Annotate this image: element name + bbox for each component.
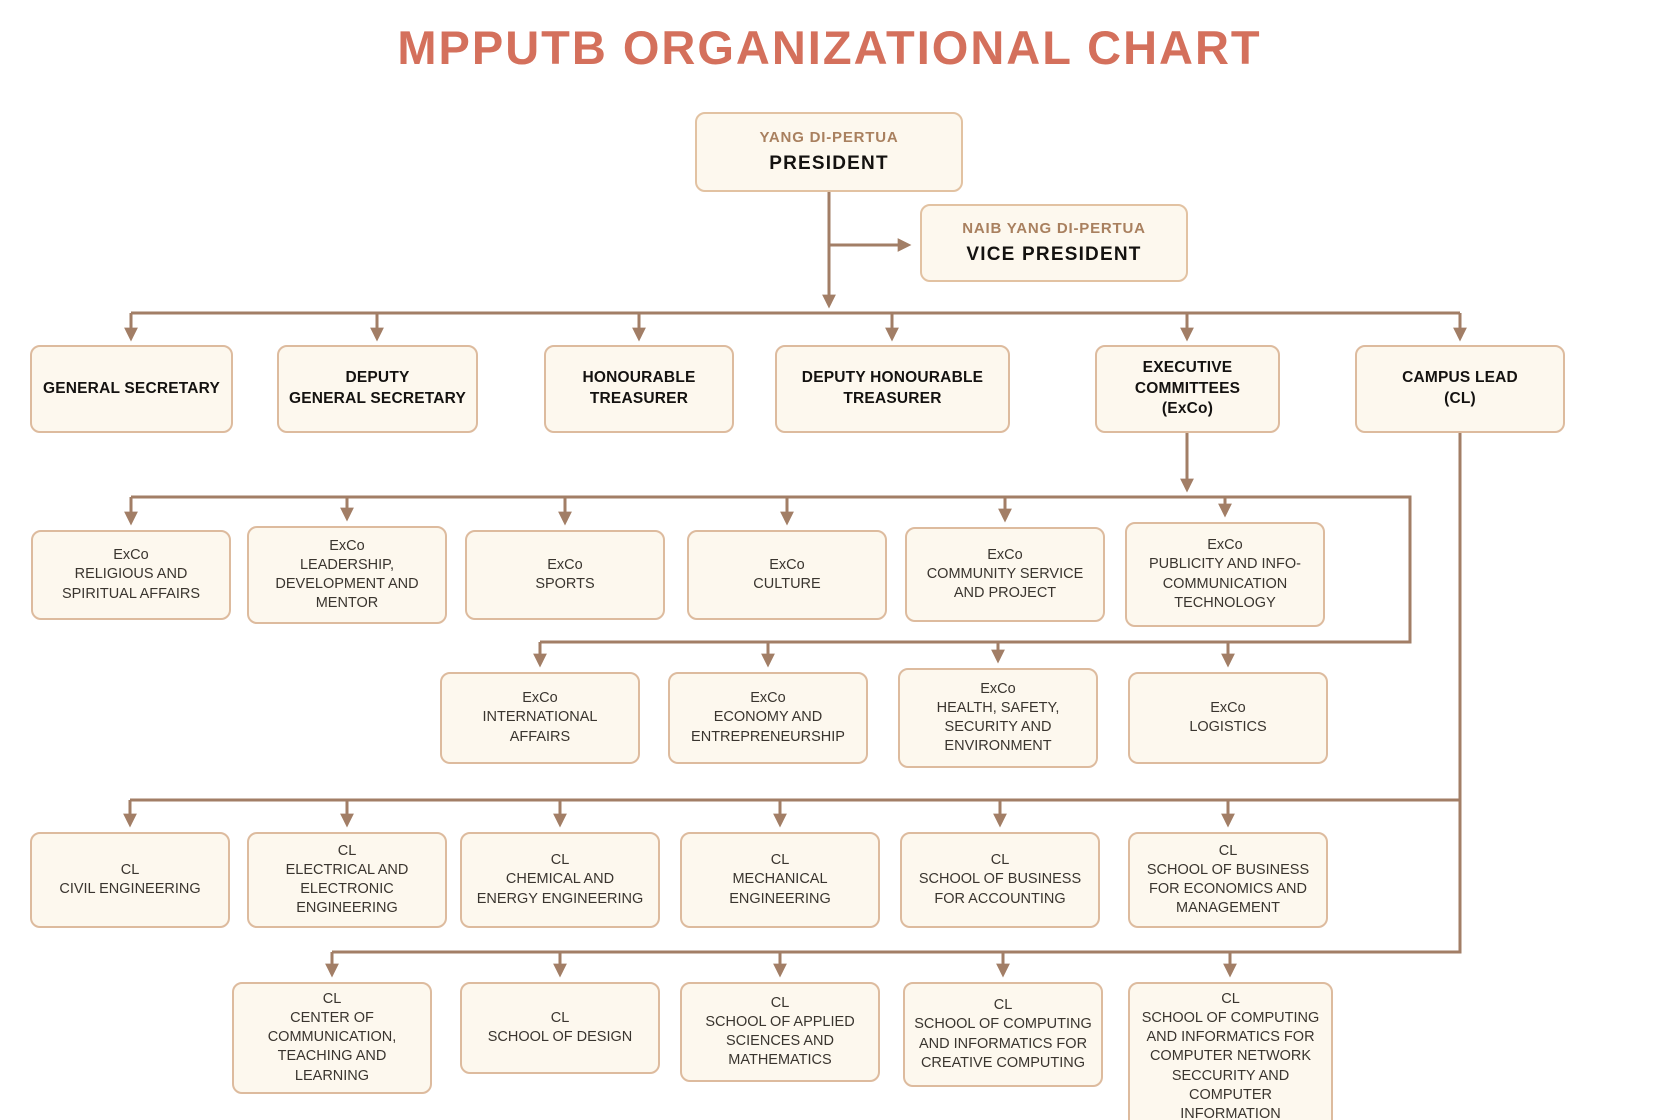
org-node-campus-lead-cl: CAMPUS LEAD (CL) (1355, 345, 1565, 433)
node-label: ExCo ECONOMY AND ENTREPRENEURSHIP (691, 690, 845, 745)
org-node-vice-president: NAIB YANG DI-PERTUA VICE PRESIDENT (920, 204, 1188, 282)
node-label: PRESIDENT (769, 153, 889, 174)
node-label: ExCo INTERNATIONAL AFFAIRS (482, 690, 598, 745)
org-node-deputy-honourable-treasurer: DEPUTY HONOURABLE TREASURER (775, 345, 1010, 433)
node-label: DEPUTY HONOURABLE TREASURER (801, 369, 984, 407)
org-node-exco-sports: ExCo SPORTS (465, 530, 665, 620)
node-label: CL SCHOOL OF COMPUTING AND INFORMATICS F… (1141, 991, 1320, 1120)
node-label: HONOURABLE TREASURER (582, 369, 696, 407)
org-node-cl-mechanical-engineering: CL MECHANICAL ENGINEERING (680, 832, 880, 928)
node-label: ExCo LEADERSHIP, DEVELOPMENT AND MENTOR (275, 537, 419, 612)
node-label: CL ELECTRICAL AND ELECTRONIC ENGINEERING (285, 842, 409, 917)
node-label: ExCo SPORTS (535, 556, 595, 592)
org-node-exco-culture: ExCo CULTURE (687, 530, 887, 620)
org-node-exco-economy-and-entrepreneurship: ExCo ECONOMY AND ENTREPRENEURSHIP (668, 672, 868, 764)
org-node-exco-logistics: ExCo LOGISTICS (1128, 672, 1328, 764)
node-label: ExCo LOGISTICS (1189, 699, 1267, 735)
chart-title: MPPUTB ORGANIZATIONAL CHART (397, 21, 1262, 74)
node-label: ExCo PUBLICITY AND INFO- COMMUNICATION T… (1148, 537, 1301, 611)
org-node-cl-school-of-computing-and-informatics-for-compu: CL SCHOOL OF COMPUTING AND INFORMATICS F… (1128, 982, 1333, 1120)
node-label: DEPUTY GENERAL SECRETARY (288, 369, 467, 407)
node-label: CL CENTER OF COMMUNICATION, TEACHING AND… (267, 991, 397, 1084)
org-node-cl-school-of-business-for-economics-and-manageme: CL SCHOOL OF BUSINESS FOR ECONOMICS AND … (1128, 832, 1328, 928)
org-node-cl-school-of-computing-and-informatics-for-creat: CL SCHOOL OF COMPUTING AND INFORMATICS F… (903, 982, 1103, 1087)
org-node-deputy-general-secretary: DEPUTY GENERAL SECRETARY (277, 345, 478, 433)
org-node-exco-community-service-and-project: ExCo COMMUNITY SERVICE AND PROJECT (905, 527, 1105, 622)
org-node-executive-committees-exco: EXECUTIVE COMMITTEES (ExCo) (1095, 345, 1280, 433)
node-label: CL SCHOOL OF BUSINESS FOR ACCOUNTING (918, 852, 1082, 907)
org-node-cl-electrical-and-electronic-engineering: CL ELECTRICAL AND ELECTRONIC ENGINEERING (247, 832, 447, 928)
node-label: CL CIVIL ENGINEERING (59, 861, 201, 897)
org-node-president: YANG DI-PERTUA PRESIDENT (695, 112, 963, 192)
org-node-cl-center-of-communication-teaching-and-learning: CL CENTER OF COMMUNICATION, TEACHING AND… (232, 982, 432, 1094)
node-label: CL MECHANICAL ENGINEERING (729, 852, 831, 907)
node-label: CL CHEMICAL AND ENERGY ENGINEERING (476, 852, 644, 907)
org-node-exco-publicity-and-info-communication-technology: ExCo PUBLICITY AND INFO- COMMUNICATION T… (1125, 522, 1325, 627)
node-label: VICE PRESIDENT (966, 244, 1142, 265)
org-node-cl-school-of-design: CL SCHOOL OF DESIGN (460, 982, 660, 1074)
org-node-exco-health-safety-security-and-environment: ExCo HEALTH, SAFETY, SECURITY AND ENVIRO… (898, 668, 1098, 768)
node-label: EXECUTIVE COMMITTEES (ExCo) (1134, 358, 1241, 418)
node-label: ExCo COMMUNITY SERVICE AND PROJECT (926, 546, 1084, 602)
node-role-malay: YANG DI-PERTUA (759, 129, 899, 146)
org-node-general-secretary: GENERAL SECRETARY (30, 345, 233, 433)
org-node-cl-civil-engineering: CL CIVIL ENGINEERING (30, 832, 230, 928)
node-label: CL SCHOOL OF APPLIED SCIENCES AND MATHEM… (705, 994, 855, 1069)
node-label: ExCo RELIGIOUS AND SPIRITUAL AFFAIRS (61, 547, 201, 602)
node-role-malay: NAIB YANG DI-PERTUA (962, 220, 1146, 237)
org-node-exco-leadership-development-and-mentor: ExCo LEADERSHIP, DEVELOPMENT AND MENTOR (247, 526, 447, 624)
org-node-exco-religious-and-spiritual-affairs: ExCo RELIGIOUS AND SPIRITUAL AFFAIRS (31, 530, 231, 620)
node-label: GENERAL SECRETARY (42, 379, 221, 397)
node-label: CAMPUS LEAD (CL) (1402, 369, 1518, 407)
node-label: ExCo HEALTH, SAFETY, SECURITY AND ENVIRO… (936, 680, 1060, 755)
org-node-cl-school-of-business-for-accounting: CL SCHOOL OF BUSINESS FOR ACCOUNTING (900, 832, 1100, 928)
org-node-cl-chemical-and-energy-engineering: CL CHEMICAL AND ENERGY ENGINEERING (460, 832, 660, 928)
node-label: CL SCHOOL OF BUSINESS FOR ECONOMICS AND … (1146, 842, 1310, 917)
node-label: CL SCHOOL OF COMPUTING AND INFORMATICS F… (914, 997, 1092, 1071)
node-label: CL SCHOOL OF DESIGN (487, 1009, 633, 1045)
org-node-honourable-treasurer: HONOURABLE TREASURER (544, 345, 734, 433)
node-label: ExCo CULTURE (753, 556, 821, 592)
org-node-exco-international-affairs: ExCo INTERNATIONAL AFFAIRS (440, 672, 640, 764)
org-node-cl-school-of-applied-sciences-and-mathematics: CL SCHOOL OF APPLIED SCIENCES AND MATHEM… (680, 982, 880, 1082)
